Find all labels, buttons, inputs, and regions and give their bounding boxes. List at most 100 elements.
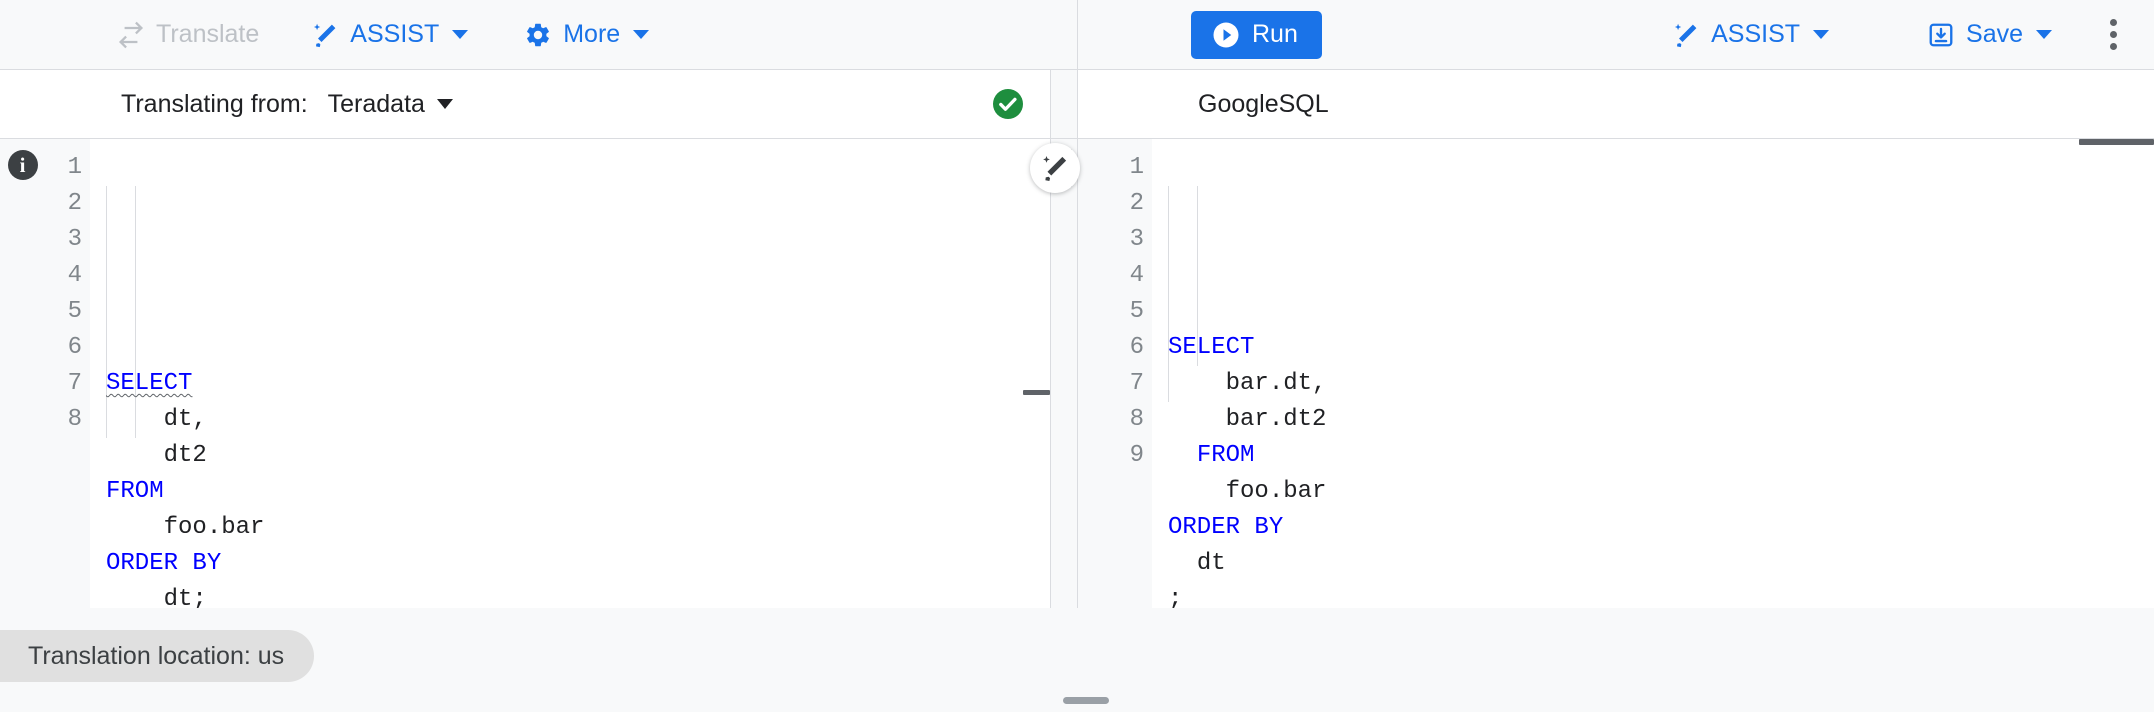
sql-identifier: dt,: [163, 406, 207, 433]
line-number: 2: [1129, 190, 1144, 217]
translate-button-label: Translate: [156, 20, 260, 48]
indent-guide: [106, 186, 107, 366]
code-line: FROM: [106, 474, 1050, 510]
chevron-down-icon: [452, 30, 469, 39]
sql-keyword: SELECT: [106, 370, 193, 397]
indent-guide: [106, 366, 107, 438]
magic-wand-icon: [1040, 153, 1070, 183]
target-dialect-bar: GoogleSQL: [1078, 70, 2154, 138]
line-number: 7: [67, 370, 82, 397]
line-number: 7: [1129, 370, 1144, 397]
source-assist-button[interactable]: ASSIST: [297, 13, 482, 57]
check-circle-icon: [990, 86, 1026, 122]
header-splitter-gap: [1051, 70, 1078, 138]
status-footer: Translation location: us: [0, 608, 2154, 712]
source-dialect-value: Teradata: [327, 89, 425, 118]
save-button-label: Save: [1966, 20, 2023, 48]
info-circle-icon[interactable]: i: [7, 150, 38, 180]
code-line: foo.bar: [106, 510, 1050, 546]
magic-wand-icon: [311, 21, 339, 49]
source-assist-label: ASSIST: [350, 20, 440, 48]
chevron-down-icon: [2036, 30, 2052, 39]
gear-icon: [524, 21, 552, 49]
line-number: 9: [1129, 442, 1144, 469]
line-number: 8: [1129, 406, 1144, 433]
translate-button[interactable]: Translate: [103, 13, 273, 57]
indent-guide: [1197, 294, 1198, 366]
code-line: bar.dt,: [1168, 366, 2154, 402]
target-assist-label: ASSIST: [1711, 20, 1801, 48]
code-line: FROM: [1168, 438, 2154, 474]
run-button[interactable]: Run: [1191, 10, 1322, 59]
line-number: 6: [67, 334, 82, 361]
sql-identifier: dt2: [163, 442, 207, 469]
validation-status-badge: [990, 86, 1026, 122]
line-number: 1: [1129, 154, 1144, 181]
line-number: 4: [67, 262, 82, 289]
sql-identifier: ;: [1168, 586, 1183, 608]
run-button-label: Run: [1252, 20, 1298, 48]
code-line: dt2: [106, 438, 1050, 474]
translate-swap-icon: [117, 21, 145, 49]
code-line: dt;: [106, 582, 1050, 608]
code-line: SELECT: [1168, 330, 2154, 366]
sql-identifier: dt;: [163, 586, 207, 608]
code-line: SELECT: [106, 366, 1050, 402]
line-number: 5: [1129, 298, 1144, 325]
target-line-numbers: 1 2 3 4 5 6 7 8 9: [1078, 139, 1152, 608]
sql-keyword: ORDER BY: [1168, 514, 1284, 541]
target-toolbar: Run ASSIST: [1078, 0, 2154, 69]
code-line: ;: [1168, 582, 2154, 608]
magic-edit-fab[interactable]: [1030, 143, 1080, 193]
kebab-menu-icon[interactable]: [2096, 13, 2130, 57]
code-line: dt,: [106, 402, 1050, 438]
source-horizontal-scrollbar-thumb[interactable]: [1023, 390, 1050, 395]
pane-splitter[interactable]: [1030, 139, 1080, 608]
source-dialect-select[interactable]: Teradata: [328, 90, 453, 119]
main-toolbar: Translate ASSIST: [0, 0, 2154, 70]
more-button-label: More: [563, 20, 621, 48]
play-icon: [1211, 20, 1241, 50]
indent-guide: [135, 366, 136, 438]
bottom-resize-handle[interactable]: [1063, 697, 1109, 704]
code-line: foo.bar: [1168, 474, 2154, 510]
target-assist-button[interactable]: ASSIST: [1658, 13, 1843, 57]
source-toolbar: Translate ASSIST: [0, 0, 1078, 69]
more-button[interactable]: More: [510, 13, 663, 57]
indent-guide: [1197, 186, 1198, 294]
translation-location-chip: Translation location: us: [0, 630, 315, 682]
indent-guide: [1168, 186, 1169, 402]
save-download-icon: [1927, 21, 1955, 49]
target-editor-pane: 1 2 3 4 5 6 7 8 9 SELECT bar.dt, bar.dt2 FROM fo…: [1078, 139, 2154, 608]
code-line: ORDER BY: [106, 546, 1050, 582]
sql-keyword: SELECT: [1168, 334, 1255, 361]
line-number: 6: [1129, 334, 1144, 361]
sql-keyword: ORDER BY: [106, 550, 222, 577]
line-number: 1: [67, 154, 82, 181]
line-number: 3: [1129, 226, 1144, 253]
source-dialect-bar: Translating from: Teradata: [0, 70, 1051, 138]
translating-from-label: Translating from:: [121, 89, 308, 118]
line-number: 5: [67, 298, 82, 325]
chevron-down-icon: [1813, 30, 1830, 39]
indent-guide: [135, 186, 136, 366]
dialect-header: Translating from: Teradata GoogleSQL: [0, 70, 2154, 139]
line-number: 2: [67, 190, 82, 217]
code-line: dt: [1168, 546, 2154, 582]
save-button[interactable]: Save: [1913, 13, 2066, 57]
code-line: bar.dt2: [1168, 402, 2154, 438]
target-horizontal-scrollbar-thumb[interactable]: [2079, 139, 2154, 145]
line-number: 4: [1129, 262, 1144, 289]
translation-location-label: Translation location: us: [28, 641, 285, 670]
source-info-gutter: i: [0, 139, 45, 608]
sql-identifier: bar.dt2: [1225, 406, 1327, 433]
sql-identifier: foo.bar: [1225, 478, 1327, 505]
code-line: ORDER BY: [1168, 510, 2154, 546]
chevron-down-icon: [436, 99, 453, 109]
